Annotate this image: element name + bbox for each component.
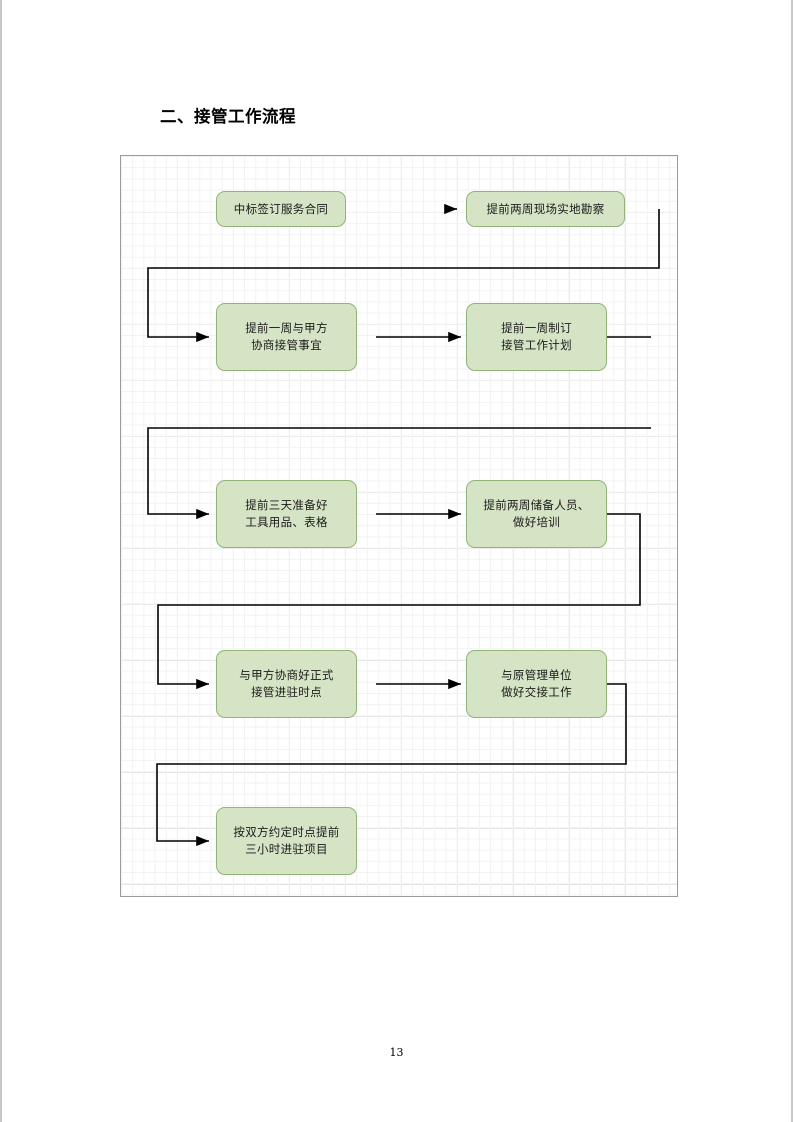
edge-n6-n7 <box>157 513 641 690</box>
flow-node-n1-label: 中标签订服务合同 <box>233 201 329 216</box>
flow-node-n6[interactable]: 提前两周储备人员、 做好培训 <box>466 480 607 548</box>
flow-node-n5-label: 提前三天准备好 工具用品、表格 <box>245 498 328 529</box>
flow-node-n3[interactable]: 提前一周与甲方 协商接管事宜 <box>216 303 357 371</box>
flow-node-n1[interactable]: 中标签订服务合同 <box>216 191 346 227</box>
edge-n4-n5 <box>147 427 651 520</box>
flow-node-n3-label: 提前一周与甲方 协商接管事宜 <box>245 321 328 352</box>
flow-node-n6-label: 提前两周储备人员、 做好培训 <box>483 498 590 529</box>
flowchart-canvas: 中标签订服务合同 提前两周现场实地勘察 提前一周与甲方 协商接管事宜 提前一周制… <box>120 155 678 897</box>
flow-node-n8-label: 与原管理单位 做好交接工作 <box>501 668 572 699</box>
flow-node-n9[interactable]: 按双方约定时点提前 三小时进驻项目 <box>216 807 357 875</box>
page-title: 二、接管工作流程 <box>160 107 296 126</box>
flow-node-n5[interactable]: 提前三天准备好 工具用品、表格 <box>216 480 357 548</box>
edge-n8-n9 <box>156 683 627 847</box>
flow-node-n7[interactable]: 与甲方协商好正式 接管进驻时点 <box>216 650 357 718</box>
flow-node-n2[interactable]: 提前两周现场实地勘察 <box>466 191 625 227</box>
flow-node-n4[interactable]: 提前一周制订 接管工作计划 <box>466 303 607 371</box>
edge-n2-n3 <box>147 209 660 343</box>
flowchart-connectors <box>147 203 660 847</box>
flow-node-n8[interactable]: 与原管理单位 做好交接工作 <box>466 650 607 718</box>
flow-node-n4-label: 提前一周制订 接管工作计划 <box>501 321 572 352</box>
flow-node-n2-label: 提前两周现场实地勘察 <box>486 201 605 216</box>
flow-node-n7-label: 与甲方协商好正式 接管进驻时点 <box>239 668 334 699</box>
page-number: 13 <box>389 1046 404 1059</box>
flow-node-n9-label: 按双方约定时点提前 三小时进驻项目 <box>233 825 340 856</box>
